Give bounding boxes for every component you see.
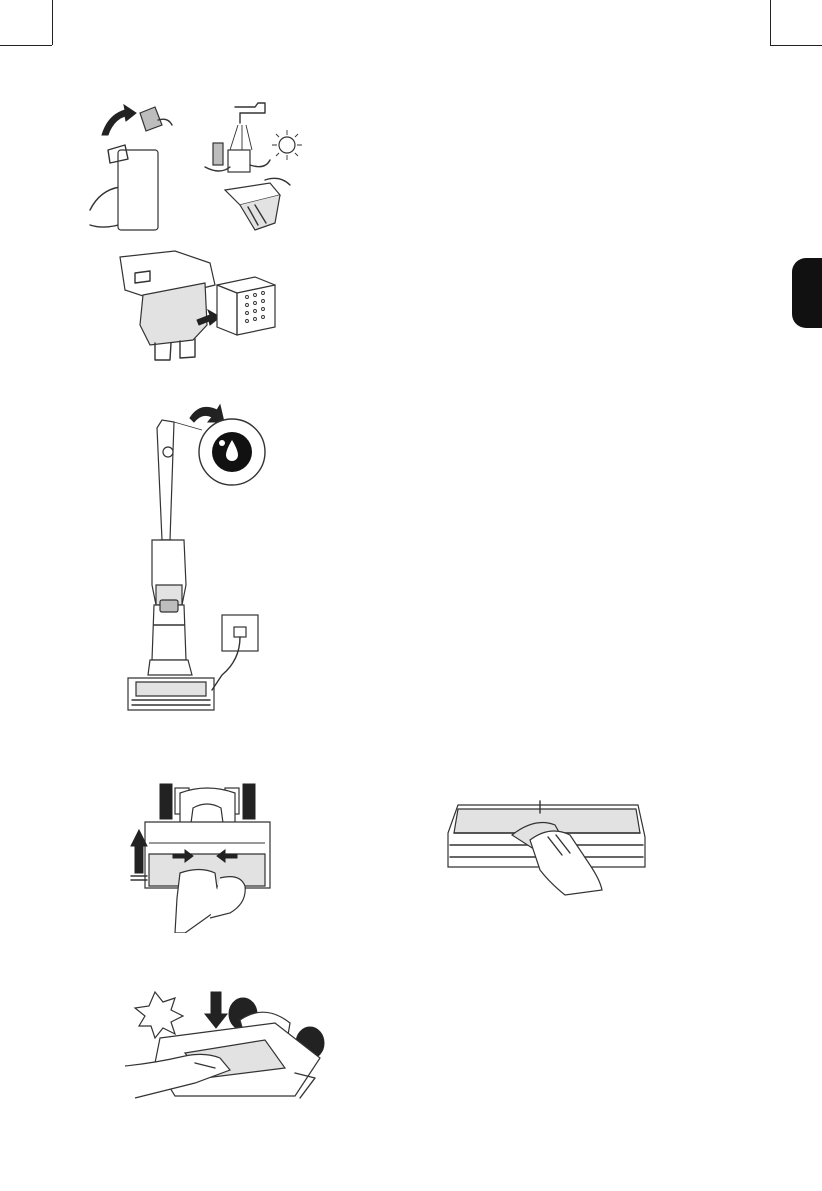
brush-cover-click-illustration: [125, 978, 330, 1103]
filter-washing-illustration: [80, 95, 305, 245]
brush-cover-release-illustration: [125, 778, 285, 933]
cover-wipe-illustration: [440, 795, 650, 905]
filter-insert-illustration: [115, 245, 285, 365]
crop-mark-top-right-h: [770, 45, 822, 46]
section-tab-marker: [792, 258, 822, 328]
crop-mark-top-left-h: [0, 45, 52, 46]
crop-mark-top-right-v: [770, 0, 771, 45]
upright-cleaner-dock-illustration: [122, 400, 272, 720]
crop-mark-top-left-v: [52, 0, 53, 45]
